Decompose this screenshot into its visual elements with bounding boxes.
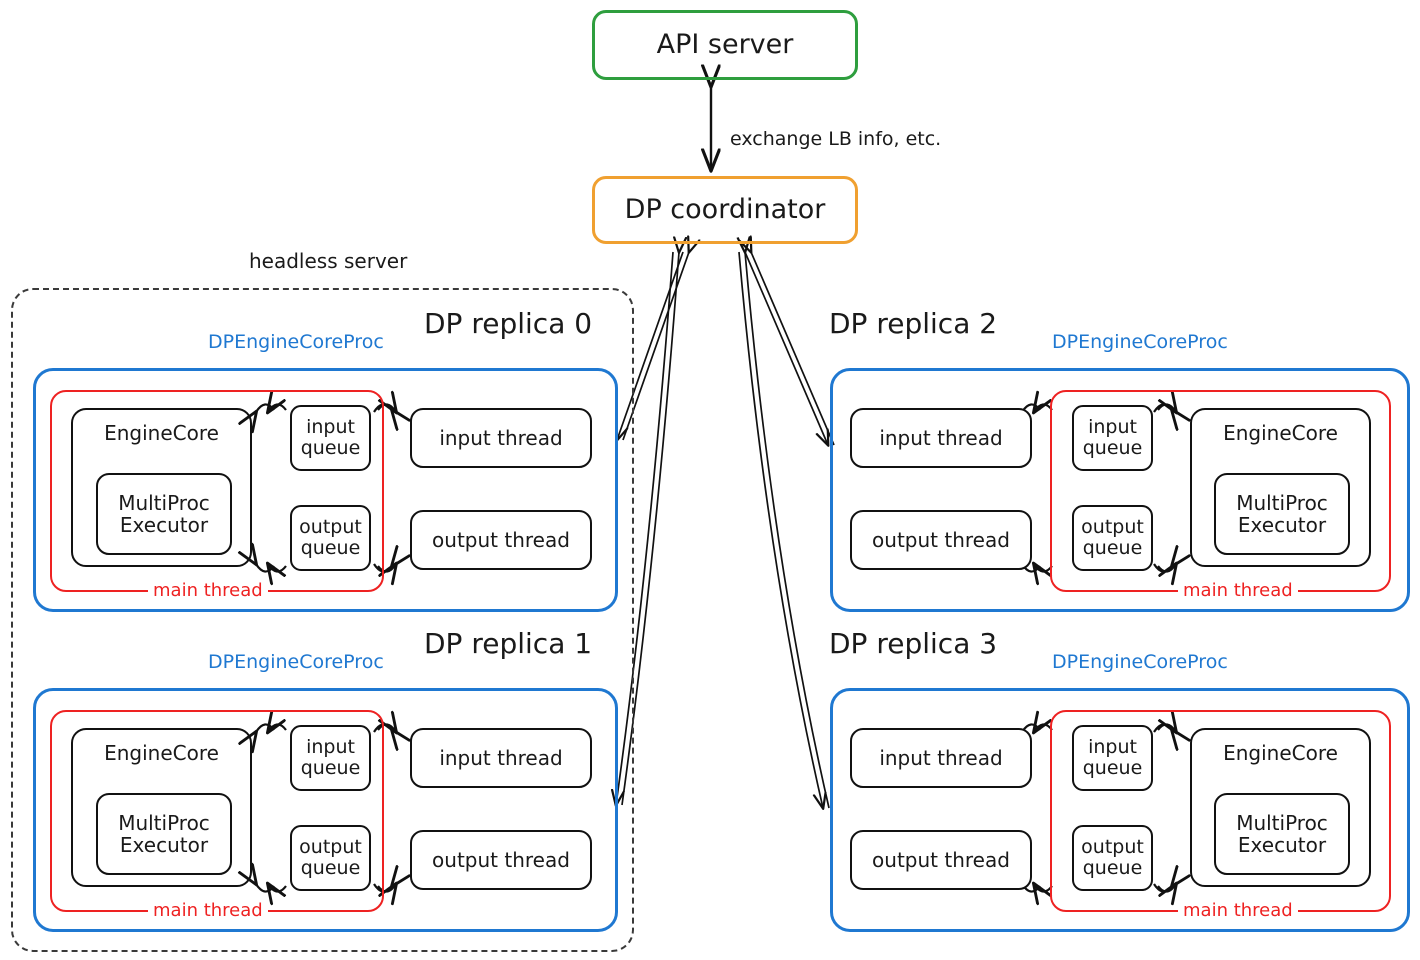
input-queue-line2: queue: [1082, 437, 1143, 459]
dp-replica-0-main-thread-label: main thread: [148, 580, 268, 601]
multiproc-executor-line1: MultiProc: [1236, 490, 1328, 515]
dp-replica-1-input-thread[interactable]: input thread: [410, 728, 592, 788]
dp-replica-1-output-thread[interactable]: output thread: [410, 830, 592, 890]
output-queue-line2: queue: [1082, 537, 1143, 559]
input-queue-line1: input: [306, 415, 355, 438]
exchange-lb-info-label: exchange LB info, etc.: [730, 128, 942, 150]
output-thread-label: output thread: [872, 847, 1010, 872]
headless-server-label: headless server: [249, 249, 408, 273]
input-queue-line1: input: [1088, 735, 1137, 758]
dp-replica-3-multiproc-executor[interactable]: MultiProc Executor: [1214, 793, 1350, 875]
dp-replica-2-process-region: [830, 368, 1410, 612]
dp-replica-0-output-queue[interactable]: output queue: [290, 505, 371, 571]
input-thread-label: input thread: [439, 425, 563, 450]
arrow-coordinator-replica-2: [745, 252, 835, 445]
dp-replica-2-proc-label: DPEngineCoreProc: [1052, 331, 1228, 353]
dp-replica-3-proc-label: DPEngineCoreProc: [1052, 651, 1228, 673]
input-thread-label: input thread: [879, 425, 1003, 450]
multiproc-executor-line2: Executor: [119, 513, 209, 537]
api-server-node[interactable]: API server: [592, 10, 858, 80]
headless-server-region: [11, 288, 634, 952]
dp-replica-2-input-queue[interactable]: input queue: [1072, 405, 1153, 471]
api-server-label: API server: [656, 28, 794, 60]
dp-replica-0-process-region: [33, 368, 618, 612]
dp-replica-0-input-queue[interactable]: input queue: [290, 405, 371, 471]
dp-replica-0-multiproc-executor[interactable]: MultiProc Executor: [96, 473, 232, 555]
output-thread-label: output thread: [432, 847, 570, 872]
dp-replica-0-proc-label: DPEngineCoreProc: [208, 331, 384, 353]
dp-replica-3-output-queue[interactable]: output queue: [1072, 825, 1153, 891]
multiproc-executor-line1: MultiProc: [118, 810, 210, 835]
dp-replica-2-engine-core[interactable]: EngineCore: [1190, 408, 1371, 567]
multiproc-executor-line1: MultiProc: [118, 490, 210, 515]
multiproc-executor-line1: MultiProc: [1236, 810, 1328, 835]
dp-replica-2-output-thread[interactable]: output thread: [850, 510, 1032, 570]
engine-core-label: EngineCore: [1223, 421, 1338, 445]
input-queue-line1: input: [1088, 415, 1137, 438]
input-queue-line2: queue: [1082, 757, 1143, 779]
input-thread-label: input thread: [879, 745, 1003, 770]
dp-coordinator-label: DP coordinator: [624, 193, 826, 225]
dp-replica-1-proc-label: DPEngineCoreProc: [208, 651, 384, 673]
dp-replica-2-input-thread[interactable]: input thread: [850, 408, 1032, 468]
output-queue-line2: queue: [300, 537, 361, 559]
dp-replica-0-input-thread[interactable]: input thread: [410, 408, 592, 468]
multiproc-executor-line2: Executor: [1237, 513, 1327, 537]
output-thread-label: output thread: [432, 527, 570, 552]
output-queue-line1: output: [1081, 515, 1144, 538]
dp-replica-3-engine-core[interactable]: EngineCore: [1190, 728, 1371, 887]
dp-replica-0-output-thread[interactable]: output thread: [410, 510, 592, 570]
dp-replica-2-multiproc-executor[interactable]: MultiProc Executor: [1214, 473, 1350, 555]
input-queue-line2: queue: [300, 437, 361, 459]
dp-replica-1-multiproc-executor[interactable]: MultiProc Executor: [96, 793, 232, 875]
engine-core-label: EngineCore: [1223, 741, 1338, 765]
output-queue-line1: output: [299, 835, 362, 858]
dp-coordinator-node[interactable]: DP coordinator: [592, 176, 858, 244]
input-queue-line1: input: [306, 735, 355, 758]
arrow-coordinator-replica-3: [739, 252, 830, 808]
output-queue-line2: queue: [300, 857, 361, 879]
output-queue-line2: queue: [1082, 857, 1143, 879]
input-thread-label: input thread: [439, 745, 563, 770]
dp-replica-0-engine-core[interactable]: EngineCore: [71, 408, 252, 567]
dp-replica-2-main-thread-label: main thread: [1178, 580, 1298, 601]
multiproc-executor-line2: Executor: [119, 833, 209, 857]
output-queue-line1: output: [299, 515, 362, 538]
dp-replica-1-engine-core[interactable]: EngineCore: [71, 728, 252, 887]
output-thread-label: output thread: [872, 527, 1010, 552]
input-queue-line2: queue: [300, 757, 361, 779]
engine-core-label: EngineCore: [104, 741, 219, 765]
dp-replica-1-input-queue[interactable]: input queue: [290, 725, 371, 791]
dp-replica-1-title: DP replica 1: [424, 627, 593, 660]
dp-replica-3-input-thread[interactable]: input thread: [850, 728, 1032, 788]
multiproc-executor-line2: Executor: [1237, 833, 1327, 857]
output-queue-line1: output: [1081, 835, 1144, 858]
dp-replica-0-title: DP replica 0: [424, 307, 593, 340]
dp-replica-3-process-region: [830, 688, 1410, 932]
dp-replica-3-main-thread-label: main thread: [1178, 900, 1298, 921]
dp-replica-3-input-queue[interactable]: input queue: [1072, 725, 1153, 791]
dp-replica-1-main-thread-label: main thread: [148, 900, 268, 921]
dp-replica-1-output-queue[interactable]: output queue: [290, 825, 371, 891]
dp-replica-3-title: DP replica 3: [829, 627, 998, 660]
dp-replica-1-process-region: [33, 688, 618, 932]
dp-replica-2-title: DP replica 2: [829, 307, 998, 340]
engine-core-label: EngineCore: [104, 421, 219, 445]
dp-replica-2-output-queue[interactable]: output queue: [1072, 505, 1153, 571]
dp-replica-3-output-thread[interactable]: output thread: [850, 830, 1032, 890]
